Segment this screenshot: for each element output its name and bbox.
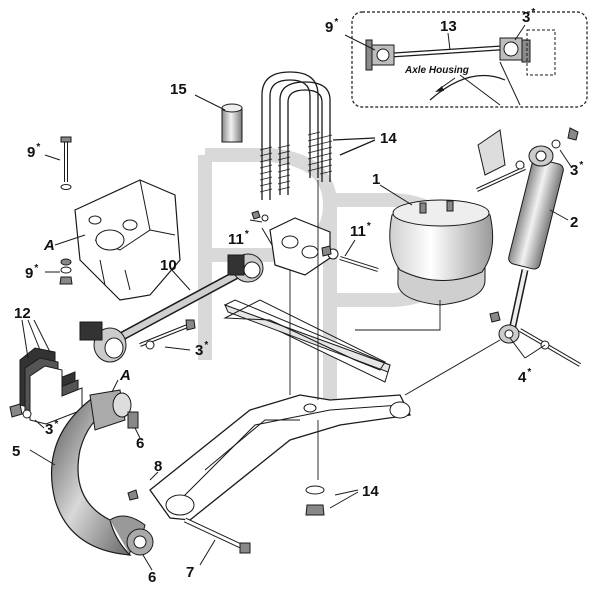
asterisk: * [204,340,209,351]
callout-15: 15 [170,82,187,97]
shims-12 [9,319,83,429]
callout-3-mid: 3* [195,340,209,359]
callout-3-left: 3* [45,419,59,438]
callout-11-left-number: 11 [228,231,244,248]
asterisk: * [366,221,371,232]
axle-seat [249,210,379,276]
callout-A-mid: A [120,368,131,383]
callout-14-top: 14 [380,131,397,146]
callout-6-top-number: 6 [136,435,145,452]
callout-12-number: 12 [14,305,31,322]
callout-6-bottom-number: 6 [148,569,157,586]
callout-13: 13 [440,19,457,34]
spacer-15 [194,94,243,143]
callout-6-top: 6 [136,436,144,451]
asterisk: * [579,160,584,171]
spring-seat-plate [223,299,386,371]
asterisk: * [527,367,532,378]
callout-8: 8 [154,459,162,474]
callout-A-top: A [44,238,55,253]
callout-8-number: 8 [154,458,163,475]
callout-3-left-number: 3 [45,421,54,438]
callout-11-right: 11* [350,221,371,240]
callout-3-inset-number: 3 [522,9,531,26]
callout-3-inset: 3* [522,7,536,26]
callout-3-right: 3* [570,160,584,179]
callout-9-inset: 9* [325,17,339,36]
callout-14-bottom: 14 [362,484,379,499]
callout-9-top-number: 9 [27,144,36,161]
callout-9-top: 9* [27,142,41,161]
asterisk: * [36,142,41,153]
callout-1: 1 [372,172,380,187]
callout-7-number: 7 [186,564,195,581]
callout-5-number: 5 [12,443,21,460]
callout-12: 12 [14,306,31,321]
trailing-arm [127,180,501,566]
callout-10-number: 10 [160,257,177,274]
axle-housing-label: Axle Housing [405,65,469,76]
asterisk: * [531,7,536,18]
callout-10: 10 [160,258,177,273]
torque-rod-10 [79,253,264,363]
callout-9-inset-number: 9 [325,19,334,36]
callout-7: 7 [186,565,194,580]
hanger-bracket [44,136,181,301]
callout-11-right-number: 11 [350,223,366,240]
callout-9-mid-number: 9 [25,265,34,282]
callout-1-number: 1 [372,171,381,188]
callout-6-bottom: 6 [148,570,156,585]
callout-14-bottom-number: 14 [362,483,379,500]
callout-2: 2 [570,215,578,230]
callout-A-top-letter: A [44,237,55,254]
asterisk: * [34,263,39,274]
callout-4: 4* [518,367,532,386]
callout-14-top-number: 14 [380,130,397,147]
air-spring-1 [355,184,494,331]
callout-15-number: 15 [170,81,187,98]
callout-3-right-number: 3 [570,162,579,179]
callout-A-mid-letter: A [120,367,131,384]
callout-11-left: 11* [228,229,249,248]
callout-5: 5 [12,444,20,459]
asterisk: * [334,17,339,28]
callout-13-number: 13 [440,18,457,35]
asterisk: * [54,419,59,430]
shock-absorber-2 [476,127,582,367]
u-bolts-14 [259,71,376,200]
callout-3-mid-number: 3 [195,342,204,359]
callout-4-number: 4 [518,369,527,386]
strap-5 [29,379,154,571]
asterisk: * [244,229,249,240]
axle-housing-inset [344,11,588,108]
callout-2-number: 2 [570,214,579,231]
callout-9-mid: 9* [25,263,39,282]
